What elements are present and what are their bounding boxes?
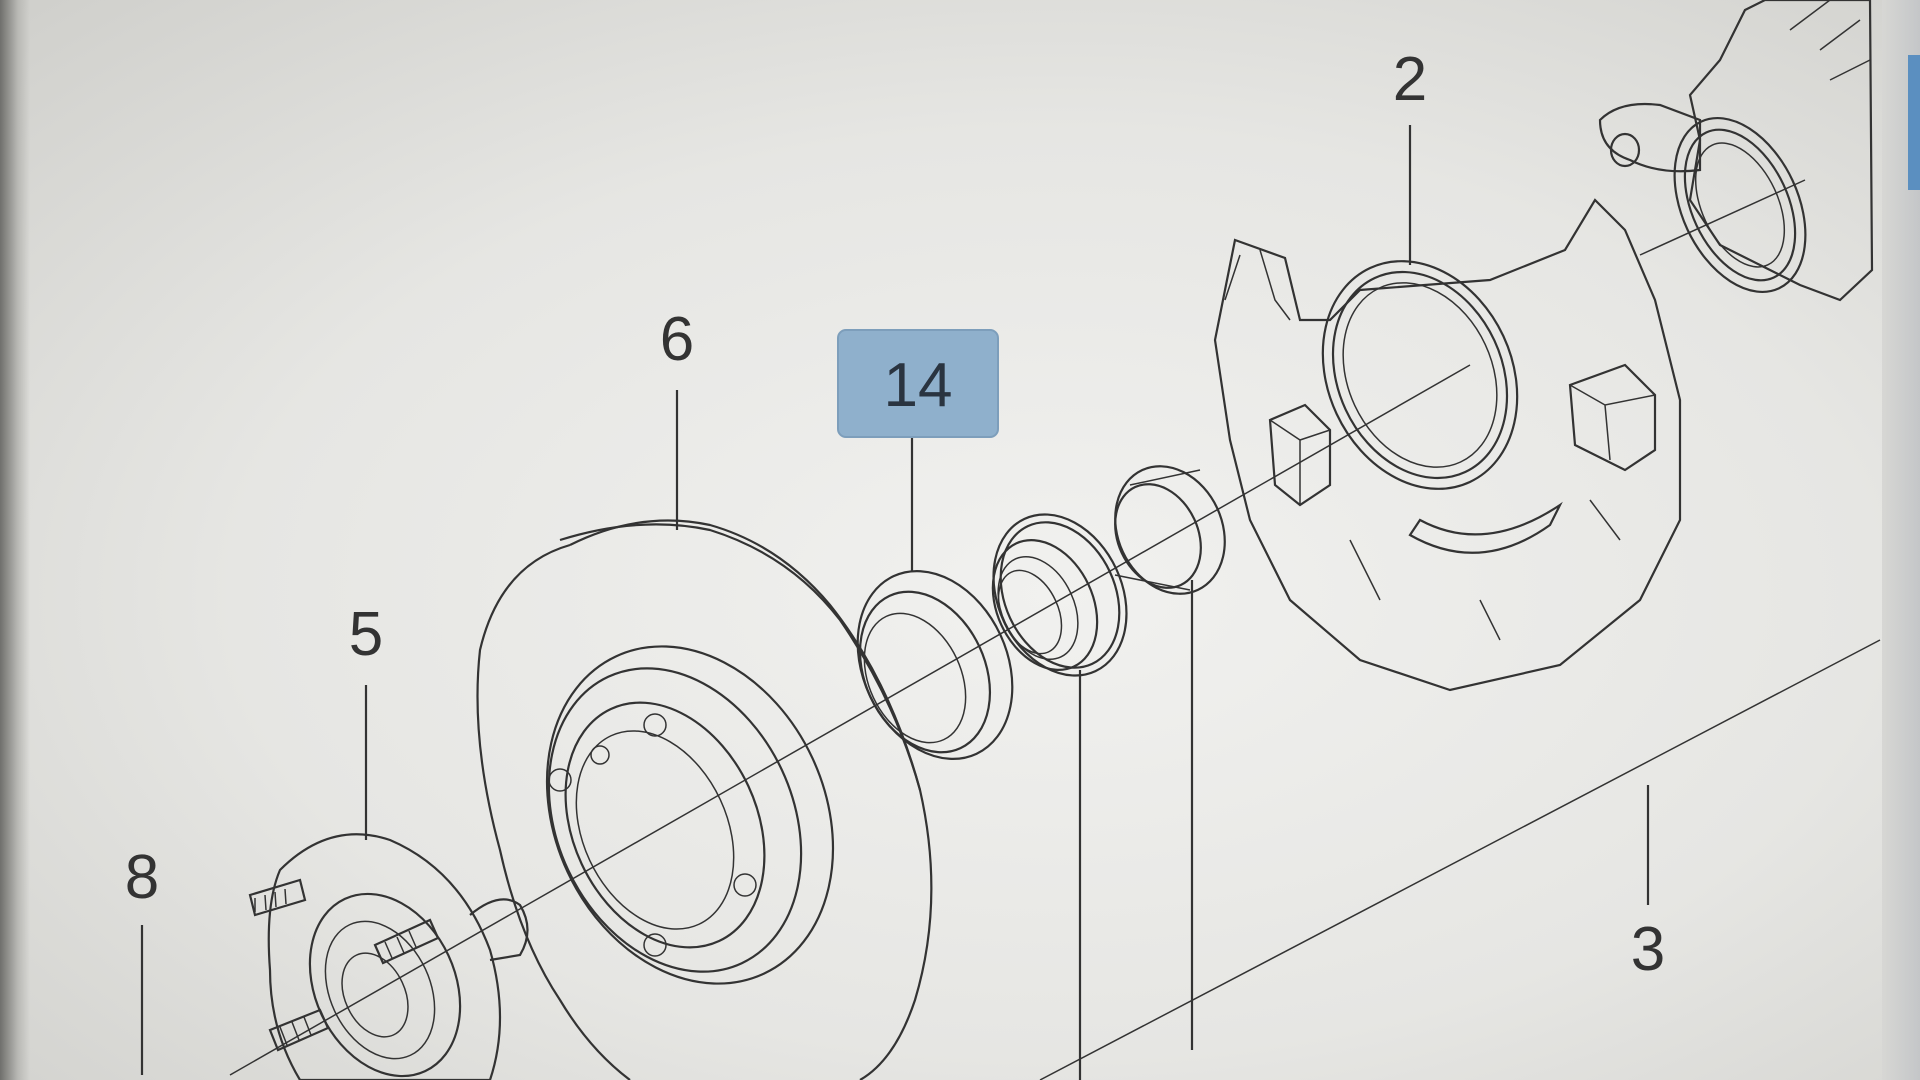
- callout-leader-lines: [140, 125, 1650, 1080]
- knuckle-axis-line: [1639, 179, 1806, 256]
- oil-seal-drawing: [856, 570, 1014, 760]
- callout-14-highlight-box[interactable]: [837, 329, 999, 438]
- axis-centerline: [229, 364, 1471, 1076]
- callout-6-label[interactable]: 6: [660, 305, 694, 374]
- callout-2-label[interactable]: 2: [1393, 45, 1427, 114]
- brake-disc-drawing: [476, 519, 933, 1080]
- callout-3-label[interactable]: 3: [1631, 915, 1665, 984]
- callout-8-label[interactable]: 8: [125, 843, 159, 912]
- splash-shield-drawing: [1213, 198, 1682, 692]
- callout-5-label[interactable]: 5: [349, 600, 383, 669]
- scrollbar-thumb[interactable]: [1908, 55, 1920, 190]
- tapered-roller-bearing-drawing: [991, 513, 1128, 677]
- outer-bearing-race-drawing: [1114, 465, 1226, 595]
- screen-edge-shadow: [0, 0, 30, 1080]
- assembly-baseline: [1039, 639, 1881, 1080]
- wheel-hub-drawing: [248, 833, 529, 1080]
- callout-14-label[interactable]: 14: [884, 351, 953, 420]
- steering-knuckle-drawing: [1598, 0, 1874, 302]
